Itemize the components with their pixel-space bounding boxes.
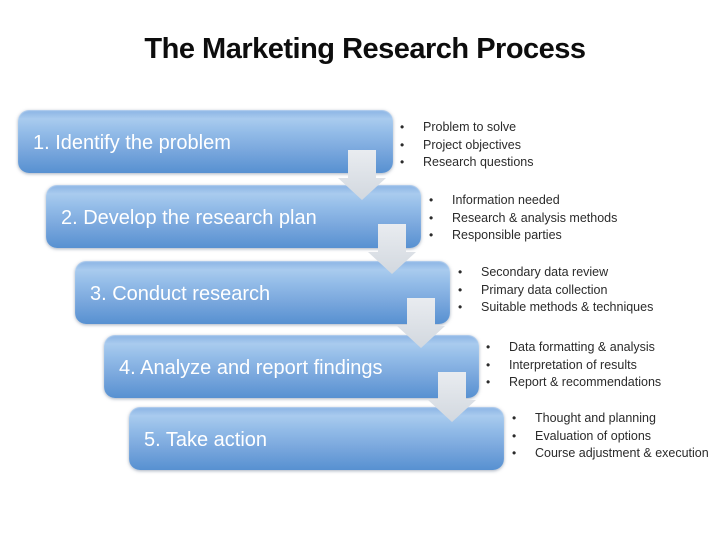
step-label-3: 3. Conduct research: [90, 282, 271, 305]
bullet-item: Suitable methods & techniques: [456, 299, 653, 317]
step-bullets-1: Problem to solve Project objectives Rese…: [398, 119, 533, 172]
bullet-item: Project objectives: [398, 137, 533, 155]
step-box-5: 5. Take action: [129, 407, 504, 470]
bullet-item: Evaluation of options: [510, 428, 709, 446]
step-box-1: 1. Identify the problem: [18, 110, 393, 173]
step-label-5: 5. Take action: [144, 428, 268, 451]
bullet-item: Primary data collection: [456, 282, 653, 300]
bullet-item: Report & recommendations: [484, 374, 661, 392]
step-bullets-4: Data formatting & analysis Interpretatio…: [484, 339, 661, 392]
bullet-item: Research & analysis methods: [427, 210, 617, 228]
bullet-item: Problem to solve: [398, 119, 533, 137]
step-bullets-3: Secondary data review Primary data colle…: [456, 264, 653, 317]
step-bullets-5: Thought and planning Evaluation of optio…: [510, 410, 709, 463]
step-label-1: 1. Identify the problem: [33, 131, 231, 154]
bullet-item: Thought and planning: [510, 410, 709, 428]
bullet-item: Course adjustment & execution: [510, 445, 709, 463]
step-label-4: 4. Analyze and report findings: [119, 356, 383, 379]
bullet-item: Interpretation of results: [484, 357, 661, 375]
bullet-item: Data formatting & analysis: [484, 339, 661, 357]
bullet-item: Responsible parties: [427, 227, 617, 245]
step-box-2: 2. Develop the research plan: [46, 185, 421, 248]
page-title: The Marketing Research Process: [144, 33, 586, 65]
step-box-3: 3. Conduct research: [75, 261, 450, 324]
bullet-item: Research questions: [398, 154, 533, 172]
step-label-2: 2. Develop the research plan: [61, 206, 317, 229]
step-bullets-2: Information needed Research & analysis m…: [427, 192, 617, 245]
step-box-4: 4. Analyze and report findings: [104, 335, 479, 398]
bullet-item: Information needed: [427, 192, 617, 210]
bullet-item: Secondary data review: [456, 264, 653, 282]
